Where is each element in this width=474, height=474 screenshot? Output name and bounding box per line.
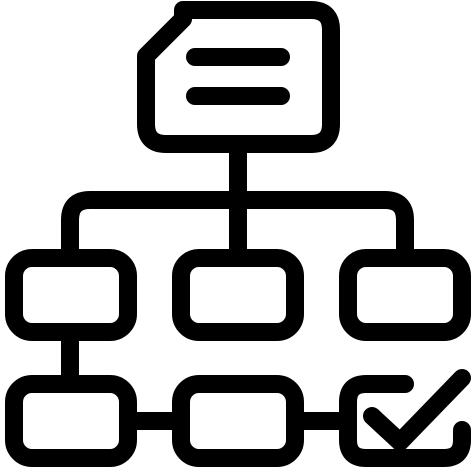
middle-right-node xyxy=(339,249,471,341)
check-mark-icon xyxy=(363,369,471,451)
bottom-right-node xyxy=(339,375,471,467)
bottom-left-node xyxy=(5,375,137,467)
branch-connector xyxy=(61,191,414,267)
bottom-center-node xyxy=(172,375,304,467)
middle-left-node xyxy=(5,249,137,341)
middle-center-node xyxy=(172,249,304,341)
top-document-node xyxy=(137,1,340,153)
